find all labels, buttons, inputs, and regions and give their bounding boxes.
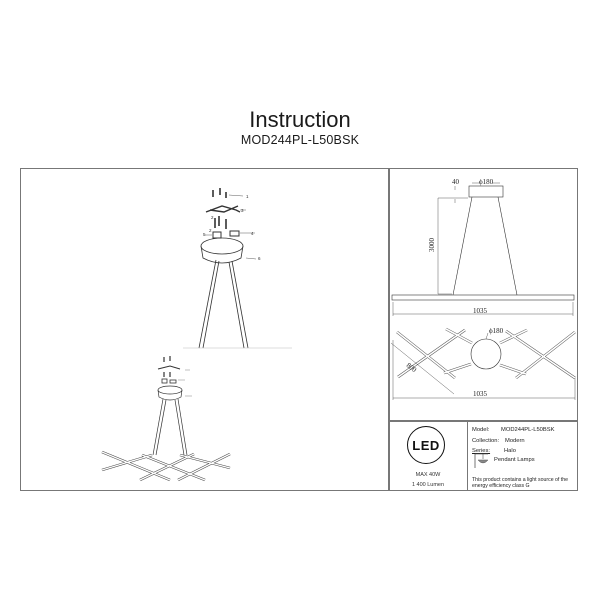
frame-horizontal-divider xyxy=(388,420,578,422)
frame-vertical-divider xyxy=(388,168,390,491)
dim-canopy-diameter-side: ϕ180 xyxy=(479,178,494,186)
led-info-panel: LED MAX 40W 1 400 Lumen xyxy=(389,421,467,491)
dim-width-plan: 1035 xyxy=(473,390,488,398)
pendant-lamp-icon xyxy=(474,453,489,468)
spec-row-series: Series: Halo xyxy=(472,448,516,454)
part-label-5: 5 xyxy=(203,232,206,237)
lumen-output: 1 400 Lumen xyxy=(411,482,445,488)
led-logo: LED xyxy=(407,426,445,464)
energy-efficiency-note: This product contains a light source of … xyxy=(472,477,569,489)
spec-divider xyxy=(467,420,468,491)
assembled-lamp-drawing xyxy=(101,356,231,482)
dim-suspension-length: 3000 xyxy=(428,238,436,253)
assembly-part-labels: 1 3 2 2 5 4 6 xyxy=(203,194,261,261)
category-label: Pendant Lamps xyxy=(494,457,535,463)
spec-row-collection: Collection: Modern xyxy=(472,438,525,444)
part-label-6: 6 xyxy=(258,256,261,261)
exploded-assembly-drawing xyxy=(183,188,292,349)
part-label-1: 1 xyxy=(246,194,249,199)
model-code: MOD244PL-L50BSK xyxy=(240,133,360,147)
dim-canopy-height: 40 xyxy=(452,178,460,186)
instruction-frame xyxy=(20,168,578,491)
model-value: MOD244PL-L50BSK xyxy=(501,427,555,433)
series-label: Series: xyxy=(472,448,491,454)
series-value: Halo xyxy=(504,448,516,454)
part-label-2b: 2 xyxy=(209,228,212,233)
side-elevation-drawing xyxy=(391,182,575,316)
part-label-3: 3 xyxy=(241,208,244,213)
model-label: Model: xyxy=(472,427,490,433)
dim-width-side: 1035 xyxy=(473,307,488,315)
document-title: Instruction xyxy=(249,107,351,132)
part-label-4: 4 xyxy=(251,231,254,236)
part-label-2: 2 xyxy=(211,215,214,220)
plan-view-drawing xyxy=(390,327,576,400)
collection-value: Modern xyxy=(505,438,525,444)
max-power: MAX 40W xyxy=(415,472,441,478)
collection-label: Collection: xyxy=(472,438,500,444)
spec-row-model: Model: MOD244PL-L50BSK xyxy=(472,427,555,433)
dim-canopy-diameter-plan: ϕ180 xyxy=(489,327,504,335)
